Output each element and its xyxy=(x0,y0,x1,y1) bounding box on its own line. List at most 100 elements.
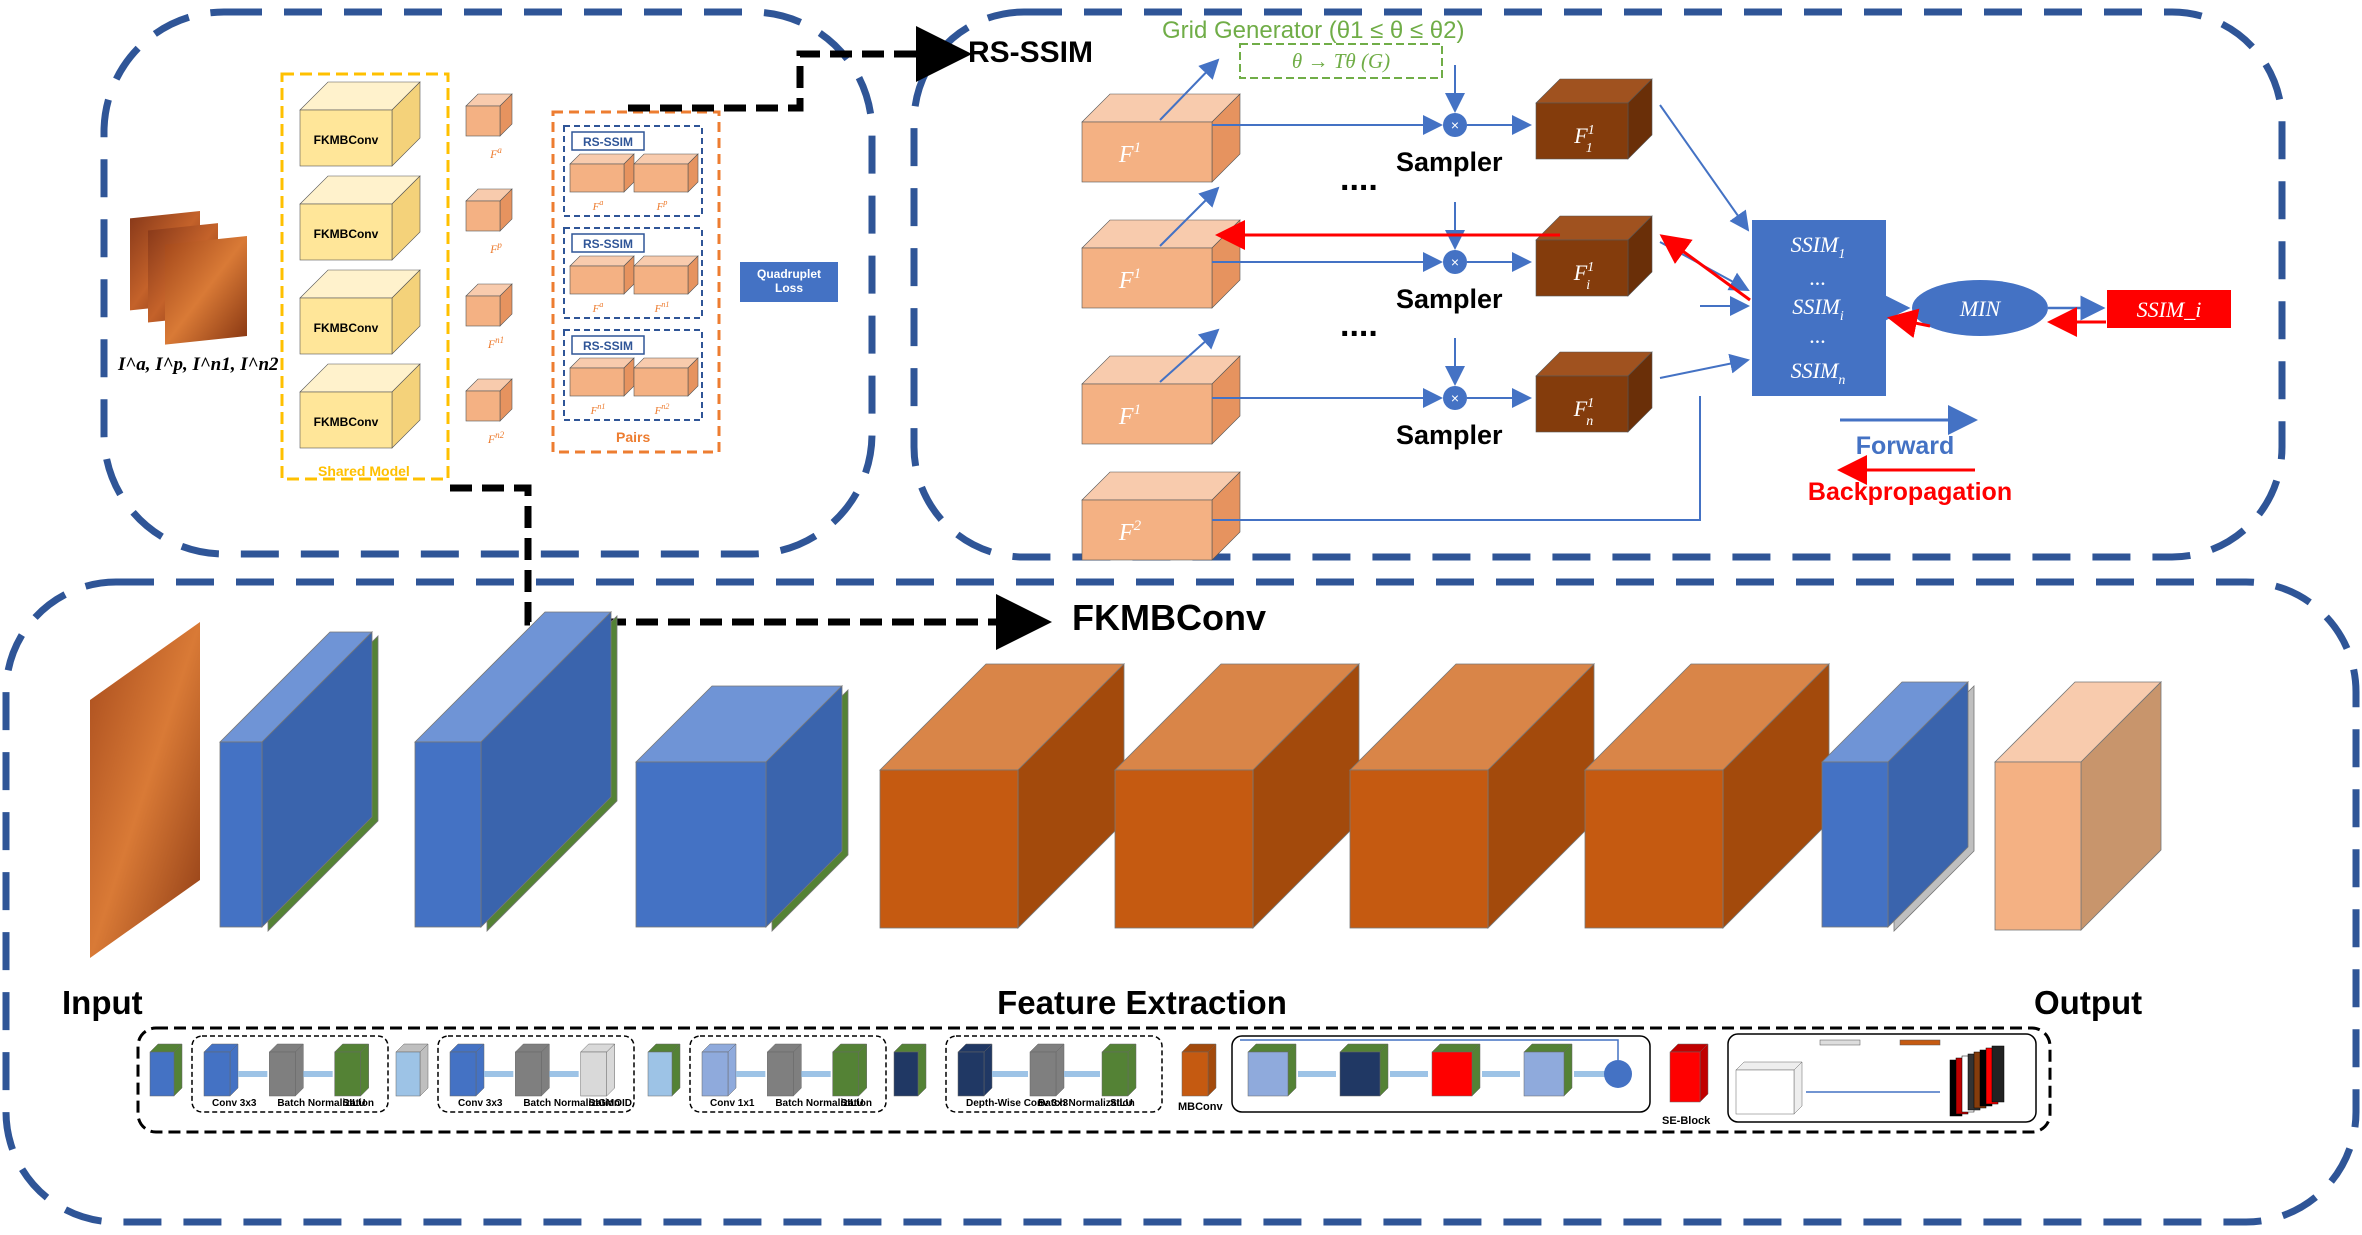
ssim-stack-box xyxy=(1752,220,1886,396)
mbconv-block xyxy=(1114,663,1360,929)
to-ssim-arrow xyxy=(1659,353,1750,379)
legend-label: SILU xyxy=(841,1098,864,1109)
to-fkmbconv-connector xyxy=(450,484,1052,650)
mbconv-block xyxy=(879,663,1125,929)
backprop-arrow-sampled xyxy=(1659,234,1751,302)
feature-label: Fn2 xyxy=(487,430,505,446)
ssim-stack-item: SSIMi xyxy=(1792,294,1844,324)
pairs-box xyxy=(551,110,721,454)
feature-cube xyxy=(465,283,513,327)
legend-label: Conv 3x3 xyxy=(212,1098,257,1109)
feature-label: Fp xyxy=(489,240,502,256)
pair-feature-cube xyxy=(569,255,635,295)
ellipsis: .... xyxy=(1340,160,1378,198)
sampled-feature xyxy=(1535,78,1653,160)
conv-bn-silu-block-2 xyxy=(414,611,618,932)
pair-feature-cube xyxy=(633,357,699,397)
min-to-stack-back-arrow xyxy=(1887,308,1931,339)
to-grid-arrow xyxy=(1159,328,1220,383)
multiply-icon: × xyxy=(1451,390,1459,406)
f2-line xyxy=(1212,396,1701,521)
add-node xyxy=(1604,1060,1632,1088)
shared-block-label: FKMBConv xyxy=(314,415,379,429)
feature-extraction-label: Feature Extraction xyxy=(997,984,1287,1021)
feature-cube xyxy=(465,188,513,232)
to-ssim-arrow xyxy=(1659,104,1750,232)
pair-feature-label: Fa xyxy=(592,198,604,213)
conv-bn-sigmoid-block xyxy=(1821,681,1975,932)
skip-connection xyxy=(1240,1039,1619,1060)
se-detail-box xyxy=(1727,1033,2037,1123)
fkmbconv-title: FKMBConv xyxy=(1072,597,1266,638)
min-label: MIN xyxy=(1959,296,2002,321)
rs-ssim-title: RS-SSIM xyxy=(968,36,1093,69)
shared-model-box xyxy=(280,72,450,481)
ssim-stack-item: ... xyxy=(1810,265,1827,290)
pair-feature-label: Fp xyxy=(656,198,668,213)
output-label: Output xyxy=(2034,984,2142,1021)
multiply-icon: × xyxy=(1451,254,1459,270)
legend-label: SILU xyxy=(1110,1098,1133,1109)
pair-box xyxy=(563,227,703,319)
legend-label: Batch Normalization xyxy=(1038,1098,1135,1109)
se-scaled-slice xyxy=(1991,1045,2005,1103)
transform-box xyxy=(1239,43,1443,79)
legend-label: SILU xyxy=(343,1098,366,1109)
sampler-node xyxy=(1443,386,1467,410)
forward-legend-label: Forward xyxy=(1856,432,1955,460)
pairs-label: Pairs xyxy=(616,429,650,445)
to-grid-arrow xyxy=(1159,186,1220,247)
pair-feature-cube xyxy=(633,153,699,193)
legend-label: Batch Normalization xyxy=(523,1098,620,1109)
conv-bn-silu-block-3 xyxy=(635,685,849,932)
legend-label: SIGMOID xyxy=(589,1098,632,1109)
grid-generator-label: Grid Generator (θ1 ≤ θ ≤ θ2) xyxy=(1162,17,1464,44)
to-grid-arrow xyxy=(1159,58,1220,121)
legend-strip-box xyxy=(136,1026,2052,1134)
legend-label: Conv 1x1 xyxy=(710,1098,755,1109)
pair-feature-label: Fn1 xyxy=(654,300,670,315)
mbconv-block xyxy=(1349,663,1595,929)
rs-ssim-panel-border xyxy=(910,8,2286,561)
ssim-output-label: SSIM_i xyxy=(2137,297,2202,322)
legend-label: Batch Normalization xyxy=(775,1098,872,1109)
shared-block-label: FKMBConv xyxy=(314,133,379,147)
shared-fkmbconv-block xyxy=(299,175,421,261)
feature-cube xyxy=(465,93,513,137)
legend-group-box xyxy=(191,1035,389,1113)
ssim-stack-item: SSIMn xyxy=(1791,358,1846,388)
input-label: Input xyxy=(62,984,143,1021)
se-block-legend-label: SE-Block xyxy=(1662,1115,1711,1127)
sampled-feature xyxy=(1535,351,1653,433)
pair-feature-cube xyxy=(569,357,635,397)
ellipsis: .... xyxy=(1340,306,1378,344)
fkmbconv-panel-border xyxy=(2,578,2360,1226)
feature-label: Fa xyxy=(489,145,502,161)
pair-title: RS-SSIM xyxy=(583,135,633,149)
input-image xyxy=(90,622,200,958)
sampler-label: Sampler xyxy=(1396,284,1503,314)
rs-input-label: F2 xyxy=(1118,518,1142,546)
rs-input-label: F1 xyxy=(1118,266,1141,294)
min-node xyxy=(1912,280,2048,336)
mbconv-detail-box xyxy=(1231,1035,1651,1113)
legend-label: Depth-Wise Conv 3x3 xyxy=(966,1098,1069,1109)
sampler-node xyxy=(1443,113,1467,137)
sampler-node xyxy=(1443,250,1467,274)
sampler-label: Sampler xyxy=(1396,420,1503,450)
rs-input-label: F1 xyxy=(1118,402,1141,430)
rs-input-label: F1 xyxy=(1118,140,1141,168)
feature-cube xyxy=(465,378,513,422)
pair-title: RS-SSIM xyxy=(583,339,633,353)
ssim-stack-item: SSIM1 xyxy=(1791,232,1846,262)
mbconv-block xyxy=(1584,663,1830,929)
pair-box xyxy=(563,125,703,217)
shared-fkmbconv-block xyxy=(299,363,421,449)
siamese-panel-border xyxy=(100,8,876,558)
ssim-output-box xyxy=(2107,290,2231,328)
pair-title-box xyxy=(571,131,645,151)
pair-feature-label: Fn2 xyxy=(654,402,670,417)
rs-input-feature xyxy=(1081,471,1241,561)
